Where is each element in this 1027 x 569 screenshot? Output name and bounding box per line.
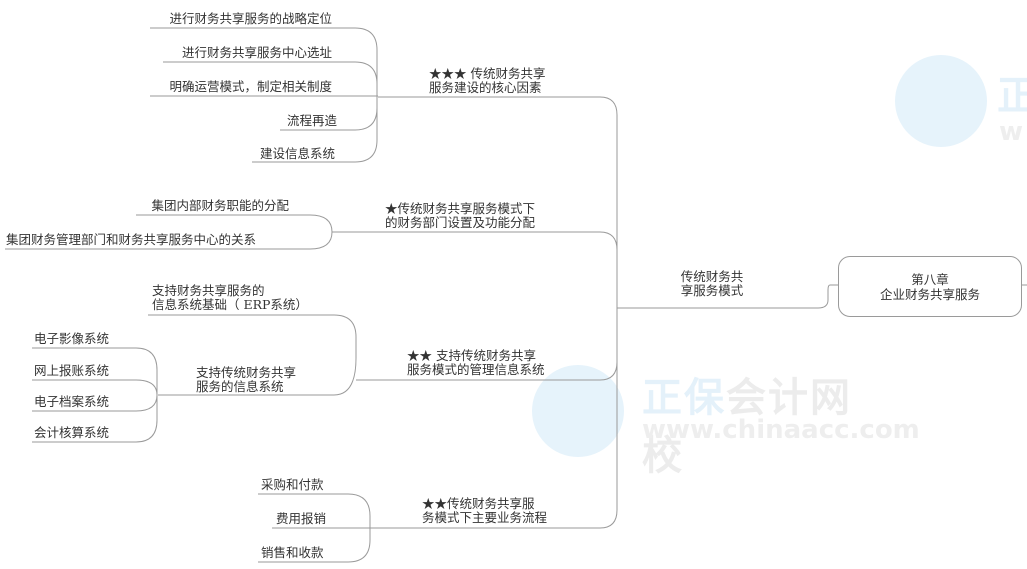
branch-management-info-system[interactable]: ★★ 支持传统财务共享 服务模式的管理信息系统	[407, 348, 545, 377]
leaf-dept-center-relationship[interactable]: 集团财务管理部门和财务共享服务中心的关系	[6, 232, 257, 247]
leaf-process-reengineering[interactable]: 流程再造	[286, 113, 337, 128]
leaf-strategy-positioning[interactable]: 进行财务共享服务的战略定位	[169, 11, 332, 26]
root-node[interactable]: 第八章 企业财务共享服务	[838, 256, 1022, 317]
root-line2: 企业财务共享服务	[879, 286, 980, 302]
leaf-online-reimbursement[interactable]: 网上报账系统	[34, 363, 110, 378]
main-topic-node[interactable]: 传统财务共 享服务模式	[680, 269, 744, 298]
leaf-electronic-archive[interactable]: 电子档案系统	[34, 394, 110, 409]
leaf-accounting-system[interactable]: 会计核算系统	[34, 425, 110, 440]
branch-department-setup[interactable]: ★传统财务共享服务模式下 的财务部门设置及功能分配	[385, 201, 536, 230]
branch-core-factors[interactable]: ★★★ 传统财务共享 服务建设的核心因素	[429, 66, 546, 95]
subbranch-supporting-info-systems[interactable]: 支持传统财务共享 服务的信息系统	[196, 365, 297, 394]
leaf-erp-foundation[interactable]: 支持财务共享服务的 信息系统基础（ ERP系统）	[152, 283, 308, 312]
leaf-electronic-imaging[interactable]: 电子影像系统	[34, 331, 110, 346]
leaf-site-selection[interactable]: 进行财务共享服务中心选址	[181, 45, 332, 60]
leaf-internal-function-allocation[interactable]: 集团内部财务职能的分配	[151, 198, 289, 213]
leaf-procurement-payment[interactable]: 采购和付款	[261, 477, 324, 492]
branch-main-business-processes[interactable]: ★★传统财务共享服 务模式下主要业务流程	[422, 496, 548, 525]
leaf-sales-collection[interactable]: 销售和收款	[261, 545, 324, 560]
leaf-operating-model[interactable]: 明确运营模式，制定相关制度	[169, 79, 332, 94]
root-line1: 第八章	[911, 271, 949, 287]
leaf-build-info-system[interactable]: 建设信息系统	[259, 146, 335, 161]
leaf-expense-reimbursement[interactable]: 费用报销	[276, 511, 327, 526]
